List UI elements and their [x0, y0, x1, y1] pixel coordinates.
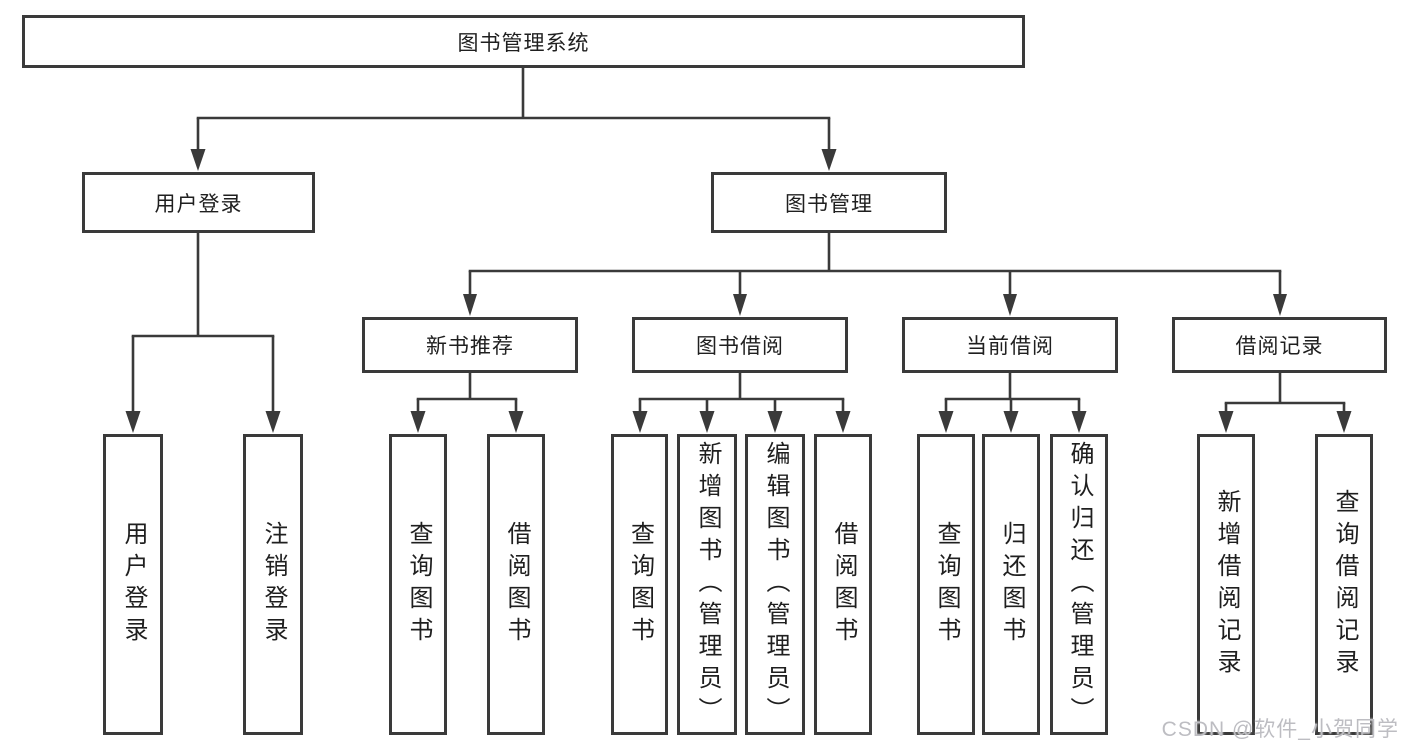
- watermark: CSDN @软件_小贺同学: [1161, 718, 1399, 741]
- leaf-label: 借阅图书: [503, 520, 530, 649]
- leaf-add-book-admin: 新增图书（管理员）: [677, 434, 737, 735]
- node-label: 用户登录: [154, 192, 243, 216]
- leaf-label: 借阅图书: [830, 520, 857, 649]
- leaf-query-book-current: 查询图书: [917, 434, 975, 735]
- leaf-confirm-return-admin: 确认归还（管理员）: [1050, 434, 1108, 735]
- node-label: 图书管理: [785, 192, 873, 216]
- leaf-label: 归还图书: [998, 520, 1025, 649]
- node-book-management: 图书管理: [711, 172, 947, 233]
- leaf-label: 新增借阅记录: [1213, 488, 1240, 681]
- leaf-label: 查询借阅记录: [1331, 488, 1358, 681]
- leaf-query-book-recommend: 查询图书: [389, 434, 447, 735]
- leaf-edit-book-admin: 编辑图书（管理员）: [745, 434, 805, 735]
- leaf-borrow-book-recommend: 借阅图书: [487, 434, 545, 735]
- leaf-label: 注销登录: [260, 520, 287, 649]
- leaf-label: 用户登录: [120, 520, 147, 649]
- leaf-label: 新增图书（管理员）: [694, 440, 721, 729]
- node-label: 当前借阅: [966, 335, 1054, 358]
- leaf-label: 查询图书: [933, 520, 960, 649]
- node-new-book-recommend: 新书推荐: [362, 317, 578, 373]
- leaf-label: 查询图书: [405, 520, 432, 649]
- leaf-logout: 注销登录: [243, 434, 303, 735]
- node-label: 图书借阅: [696, 335, 784, 358]
- node-user-login: 用户登录: [82, 172, 315, 233]
- leaf-add-borrow-record: 新增借阅记录: [1197, 434, 1255, 735]
- leaf-label: 确认归还（管理员）: [1066, 440, 1093, 729]
- node-book-borrowing: 图书借阅: [632, 317, 848, 373]
- node-library-management-system: 图书管理系统: [22, 15, 1025, 68]
- node-current-borrowing: 当前借阅: [902, 317, 1118, 373]
- leaf-user-login: 用户登录: [103, 434, 163, 735]
- node-label: 借阅记录: [1235, 335, 1324, 358]
- node-label: 新书推荐: [426, 335, 514, 358]
- leaf-query-borrow-record: 查询借阅记录: [1315, 434, 1373, 735]
- leaf-borrow-book: 借阅图书: [814, 434, 872, 735]
- leaf-label: 查询图书: [626, 520, 654, 649]
- node-label: 图书管理系统: [457, 31, 590, 55]
- leaf-return-book: 归还图书: [982, 434, 1040, 735]
- leaf-query-book-borrowing: 查询图书: [611, 434, 668, 735]
- node-borrowing-records: 借阅记录: [1172, 317, 1387, 373]
- leaf-label: 编辑图书（管理员）: [762, 440, 789, 729]
